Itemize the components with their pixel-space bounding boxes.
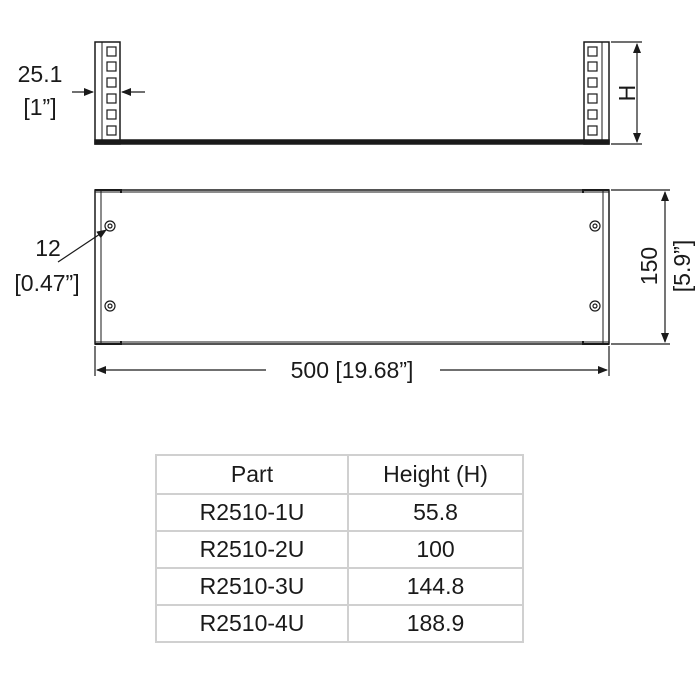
mounting-holes [104, 220, 601, 312]
table-row: R2510-2U 100 [155, 530, 524, 569]
right-flange-slots [587, 46, 598, 136]
height-symbol-label: H [614, 85, 640, 102]
table-row: R2510-1U 55.8 [155, 493, 524, 532]
front-view [94, 189, 610, 345]
flange-thickness-label: 25.1 [18, 61, 63, 87]
left-flange-slots [106, 46, 117, 136]
front-panel [94, 189, 610, 345]
width-label: 500 [19.68”] [291, 357, 414, 383]
part-cell: R2510-2U [155, 530, 349, 569]
height-cell: 100 [347, 530, 524, 569]
height-cell: 55.8 [347, 493, 524, 532]
depth-dimension [611, 189, 670, 345]
depth-inch-label: [5.9”] [669, 240, 695, 292]
table-row: R2510-3U 144.8 [155, 567, 524, 606]
height-dimension [611, 41, 642, 145]
table-header-row: Part Height (H) [155, 454, 524, 495]
parts-table: Part Height (H) R2510-1U 55.8 R2510-2U 1… [155, 454, 524, 643]
shelf-plate-edge [94, 139, 610, 145]
top-view [94, 41, 610, 145]
flange-thickness-inch-label: [1”] [23, 94, 56, 120]
header-height: Height (H) [347, 454, 524, 495]
hole-offset-leader [57, 229, 107, 263]
part-cell: R2510-3U [155, 567, 349, 606]
part-cell: R2510-4U [155, 604, 349, 643]
width-dimension [94, 346, 610, 376]
hole-offset-label: 12 [35, 235, 61, 261]
height-cell: 144.8 [347, 567, 524, 606]
part-cell: R2510-1U [155, 493, 349, 532]
table-row: R2510-4U 188.9 [155, 604, 524, 643]
depth-label: 150 [636, 247, 662, 285]
height-cell: 188.9 [347, 604, 524, 643]
hole-offset-inch-label: [0.47”] [14, 270, 79, 296]
header-part: Part [155, 454, 349, 495]
